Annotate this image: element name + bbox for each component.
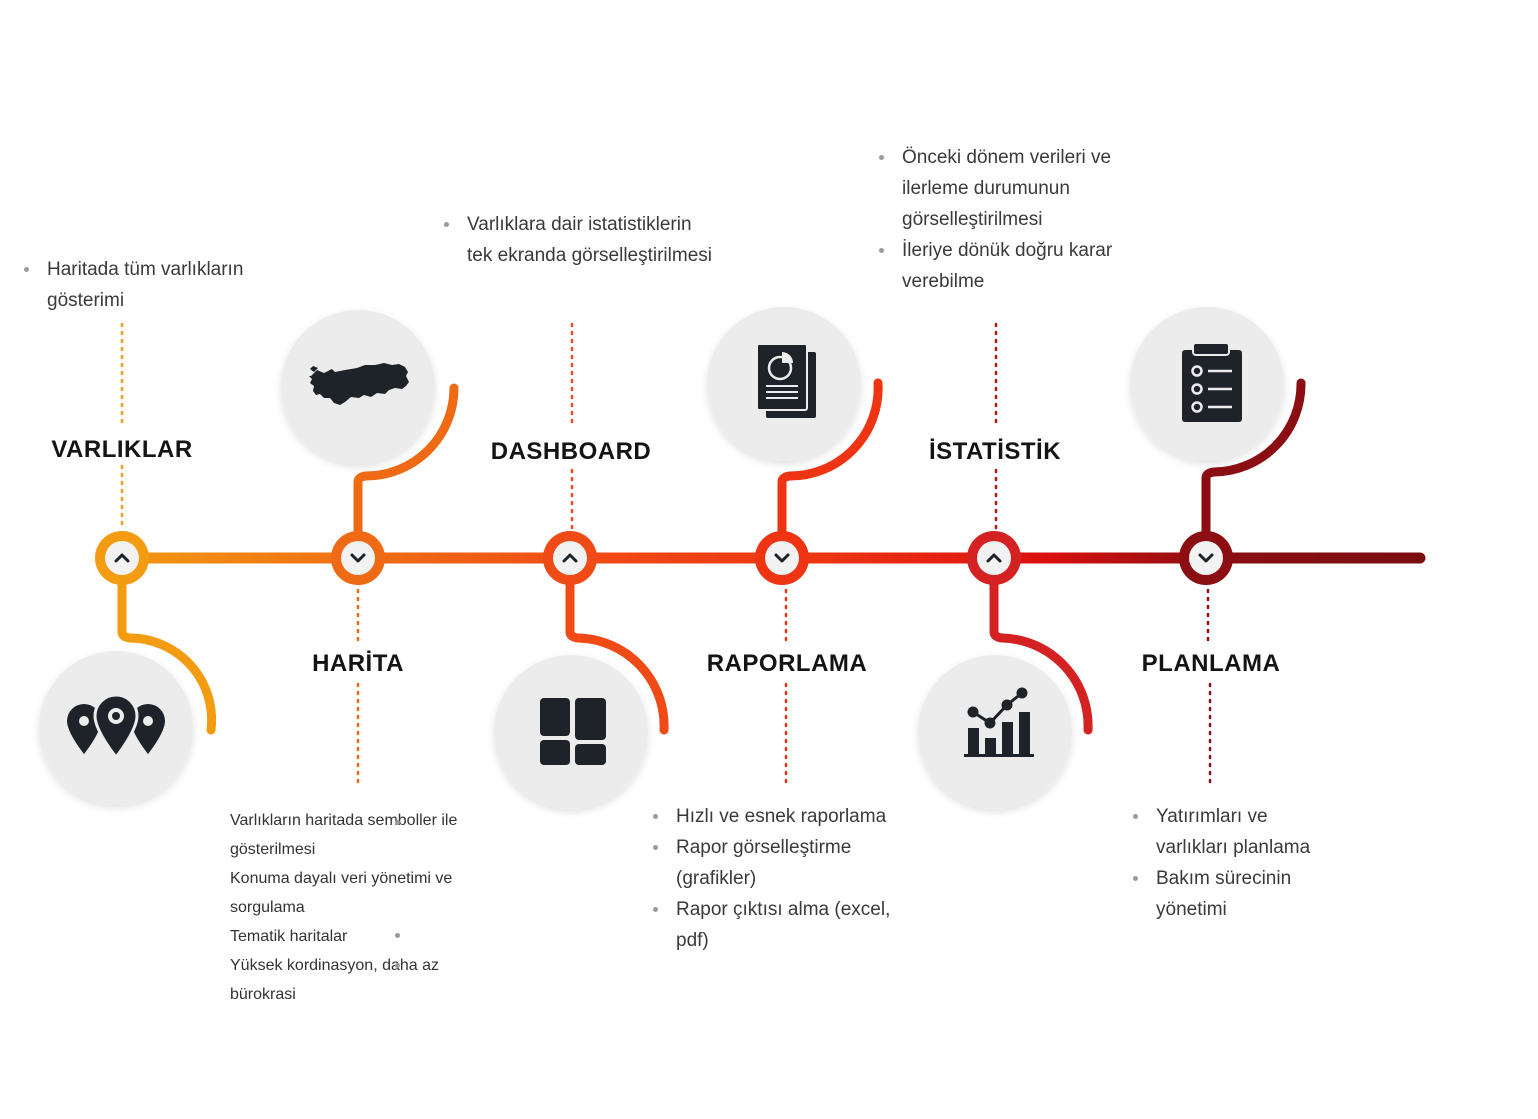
- milestone-node-istatistik[interactable]: [967, 531, 1021, 585]
- list-item: Yüksek kordinasyon, daha az bürokrasi: [230, 957, 440, 1003]
- turkey-map-icon: [309, 363, 409, 405]
- chevron-down-icon: [350, 553, 366, 563]
- list-item: Varlıkların haritada semboller ile göste…: [230, 812, 458, 858]
- connector-planlama: [1201, 378, 1306, 563]
- chevron-up-icon: [562, 553, 578, 563]
- connector-harita: [353, 383, 459, 563]
- list-item: Rapor çıktısı alma (excel, pdf): [651, 894, 921, 956]
- bullet-dot: [395, 963, 400, 968]
- chevron-down-icon: [774, 553, 790, 563]
- clipboard-checklist-icon: [1182, 342, 1242, 422]
- milestone-node-raporlama[interactable]: [755, 531, 809, 585]
- connector-istatistik: [989, 553, 1093, 735]
- connector-raporlama: [777, 378, 883, 563]
- bullet-dot: [395, 820, 400, 825]
- list-item: İleriye dönük doğru karar verebilme: [877, 235, 1152, 297]
- stage-title-raporlama: RAPORLAMA: [706, 650, 868, 677]
- stage-title-istatistik: İSTATİSTİK: [928, 438, 1062, 465]
- bullet-list-dashboard: Varlıklara dair istatistiklerin tek ekra…: [442, 209, 712, 271]
- list-item: Bakım sürecinin yönetimi: [1131, 863, 1321, 925]
- icon-circle-dashboard: [494, 655, 648, 809]
- list-item: Rapor görselleştirme (grafikler): [651, 832, 921, 894]
- bullet-list-raporlama: Hızlı ve esnek raporlama Rapor görselleş…: [651, 801, 921, 956]
- list-item: Hızlı ve esnek raporlama: [651, 801, 921, 832]
- connector-dashboard: [565, 553, 669, 735]
- milestone-node-harita[interactable]: [331, 531, 385, 585]
- milestone-node-planlama[interactable]: [1179, 531, 1233, 585]
- bullet-list-planlama: Yatırımları ve varlıkları planlama Bakım…: [1131, 801, 1321, 925]
- chevron-down-icon: [1198, 553, 1214, 563]
- bullet-list-istatistik: Önceki dönem verileri ve ilerleme durumu…: [877, 142, 1152, 297]
- bullet-dot: [395, 933, 400, 938]
- chevron-up-icon: [114, 553, 130, 563]
- stage-title-dashboard: DASHBOARD: [490, 438, 652, 465]
- list-item: Önceki dönem verileri ve ilerleme durumu…: [877, 142, 1152, 235]
- stage-title-planlama: PLANLAMA: [1141, 650, 1281, 677]
- map-pins-icon: [67, 693, 165, 760]
- bar-chart-trend-icon: [964, 687, 1034, 757]
- connector-varliklar: [117, 553, 217, 735]
- list-item: Varlıklara dair istatistiklerin tek ekra…: [442, 209, 712, 271]
- dashboard-grid-icon: [540, 698, 606, 765]
- list-item: Haritada tüm varlıkların gösterimi: [22, 254, 252, 316]
- bullet-list-varliklar: Haritada tüm varlıkların gösterimi: [22, 254, 252, 316]
- stage-title-harita: HARİTA: [312, 650, 404, 677]
- milestone-node-dashboard[interactable]: [543, 531, 597, 585]
- stage-title-varliklar: VARLIKLAR: [51, 436, 193, 463]
- chevron-up-icon: [986, 553, 1002, 563]
- list-item: Tematik haritalar: [230, 928, 348, 945]
- milestone-node-varliklar[interactable]: [95, 531, 149, 585]
- icon-circle-istatistik: [918, 655, 1072, 809]
- report-document-icon: [756, 343, 816, 418]
- list-item: Konuma dayalı veri yönetimi ve sorgulama: [230, 870, 453, 916]
- bullet-list-harita: Varlıkların haritada semboller ile göste…: [230, 806, 505, 1009]
- list-item: Yatırımları ve varlıkları planlama: [1131, 801, 1321, 863]
